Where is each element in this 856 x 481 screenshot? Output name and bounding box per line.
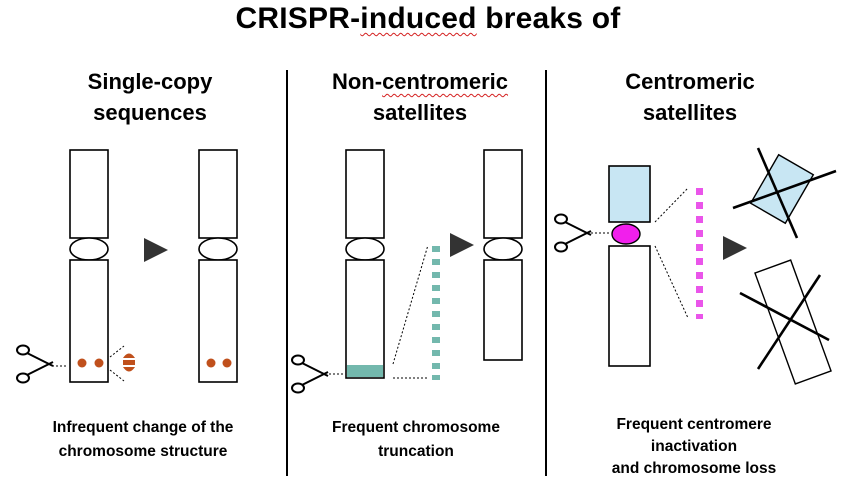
centromere bbox=[69, 237, 109, 261]
chromosome-centromeric bbox=[608, 165, 651, 367]
panel-heading-centromeric: Centromeric satellites bbox=[580, 66, 800, 128]
heading-line-1: Centromeric bbox=[625, 69, 755, 94]
cross-mark bbox=[732, 169, 837, 210]
chromosome-before-single-copy bbox=[69, 149, 109, 383]
break-site-dot bbox=[222, 358, 232, 368]
panel-caption-non-centromeric: Frequent chromosome truncation bbox=[296, 416, 536, 464]
scissors-icon bbox=[291, 354, 329, 394]
heading-prefix: Non- bbox=[331, 69, 383, 94]
zoom-line bbox=[654, 187, 689, 223]
caption-line-2: truncation bbox=[378, 443, 454, 460]
centromere bbox=[198, 237, 238, 261]
chromosome-p-arm bbox=[198, 149, 238, 239]
figure-title: CRISPR-induced breaks of bbox=[0, 2, 856, 36]
heading-line-2: sequences bbox=[93, 100, 207, 125]
panel-caption-centromeric: Frequent centromere inactivation and chr… bbox=[568, 414, 820, 480]
title-prefix: CRISPR- bbox=[235, 2, 361, 35]
caption-line-2: inactivation bbox=[650, 438, 738, 455]
chromosome-q-arm bbox=[608, 245, 651, 367]
chromosome-after-single-copy bbox=[198, 149, 238, 383]
panel-heading-single-copy: Single-copy sequences bbox=[40, 66, 260, 128]
break-site-dot bbox=[206, 358, 216, 368]
title-suffix: breaks of bbox=[476, 2, 621, 35]
heading-line-1: Non-centromeric bbox=[300, 66, 540, 97]
caption-line-2: chromosome structure bbox=[58, 443, 228, 460]
truncated-q-arm bbox=[483, 259, 523, 361]
chromosome-before-non-centromeric bbox=[345, 149, 385, 379]
lost-chromosome-fragment-lower bbox=[739, 259, 832, 385]
panel-caption-single-copy: Infrequent change of the chromosome stru… bbox=[10, 416, 276, 464]
scissors-icon bbox=[16, 344, 54, 384]
broken-dna-site-icon bbox=[123, 353, 135, 372]
chromosome-after-non-centromeric bbox=[483, 149, 523, 361]
chromosome-p-arm bbox=[483, 149, 523, 239]
heading-line-1: Single-copy bbox=[87, 69, 213, 94]
cross-mark bbox=[756, 274, 822, 370]
caption-line-1: Infrequent change of the bbox=[52, 419, 234, 436]
panel-heading-non-centromeric: Non-centromeric satellites bbox=[300, 66, 540, 128]
lost-chromosome-fragment-upper bbox=[732, 147, 837, 239]
centromere bbox=[345, 237, 385, 261]
centromere bbox=[483, 237, 523, 261]
cross-mark bbox=[739, 291, 830, 342]
satellite-block bbox=[347, 365, 383, 377]
break-site-dot bbox=[94, 358, 104, 368]
scissors-icon bbox=[554, 213, 592, 253]
centromere bbox=[611, 223, 641, 245]
heading-line-2: satellites bbox=[642, 100, 738, 125]
chromosome-p-arm bbox=[608, 165, 651, 223]
heading-underlined-word: centromeric bbox=[382, 69, 509, 94]
satellite-repeat-array bbox=[432, 246, 440, 380]
centromeric-satellite-array bbox=[696, 188, 703, 319]
zoom-line bbox=[109, 345, 125, 358]
caption-line-1: Frequent chromosome bbox=[332, 419, 500, 436]
zoom-line bbox=[654, 245, 689, 319]
caption-line-3: and chromosome loss bbox=[611, 460, 777, 477]
zoom-line bbox=[392, 244, 429, 365]
caption-line-1: Frequent centromere bbox=[616, 416, 772, 433]
title-underlined-word: induced bbox=[360, 2, 477, 35]
break-site-dot bbox=[77, 358, 87, 368]
panel-divider-right bbox=[545, 70, 547, 476]
panel-divider-left bbox=[286, 70, 288, 476]
zoom-line bbox=[109, 369, 125, 382]
chromosome-p-arm bbox=[345, 149, 385, 239]
heading-line-2: satellites bbox=[372, 100, 468, 125]
chromosome-q-arm bbox=[345, 259, 385, 379]
chromosome-p-arm bbox=[69, 149, 109, 239]
